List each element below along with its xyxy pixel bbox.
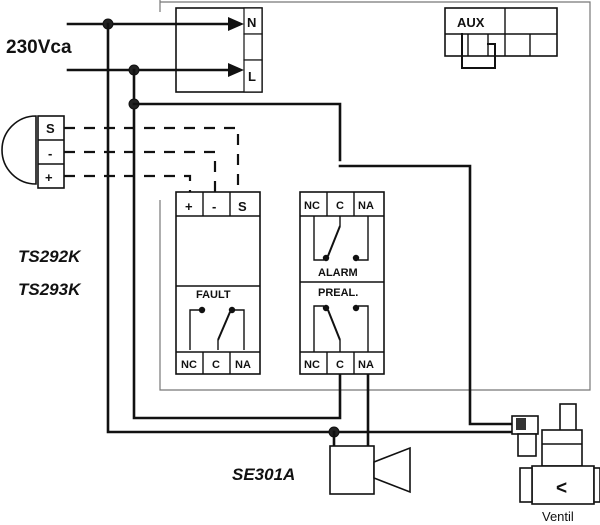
model-label-2: TS293K bbox=[18, 280, 82, 299]
siren-label: SE301A bbox=[232, 465, 295, 484]
supply-voltage-label: 230Vca bbox=[6, 37, 72, 58]
model-labels: TS292K TS293K bbox=[18, 247, 82, 299]
fault-terminal-minus: - bbox=[212, 199, 216, 214]
sensor-cables bbox=[64, 126, 240, 196]
alarm-module: NC C NA ALARM PREAL. NC C NA bbox=[299, 191, 385, 375]
valve-direction-symbol: < bbox=[556, 478, 567, 499]
terminal-n-label: N bbox=[247, 15, 256, 30]
prealarm-relay-label: PREAL. bbox=[318, 287, 358, 299]
fault-terminal-c: C bbox=[212, 359, 220, 371]
alarm-terminal-c: C bbox=[336, 200, 344, 212]
alarm-relay-label: ALARM bbox=[318, 267, 358, 279]
supply-feed: 230Vca bbox=[6, 17, 244, 77]
siren: SE301A bbox=[232, 445, 411, 495]
alarm-terminal-nc: NC bbox=[304, 200, 320, 212]
fault-module: + - S FAULT NC C NA bbox=[175, 191, 261, 375]
mains-terminal-block: N L bbox=[175, 7, 263, 93]
preal-terminal-na: NA bbox=[358, 359, 374, 371]
valve-label: Ventil bbox=[542, 509, 574, 524]
preal-terminal-c: C bbox=[336, 359, 344, 371]
gas-sensor: S - + bbox=[1, 115, 65, 189]
fault-terminal-s: S bbox=[238, 199, 247, 214]
model-label-1: TS292K bbox=[18, 247, 82, 266]
sensor-terminal-minus: - bbox=[48, 146, 52, 161]
fault-terminal-plus: + bbox=[185, 199, 193, 214]
enclosure-outline bbox=[159, 0, 591, 391]
preal-terminal-nc: NC bbox=[304, 359, 320, 371]
fault-relay-label: FAULT bbox=[196, 289, 231, 301]
aux-label: AUX bbox=[457, 15, 485, 30]
sensor-terminal-s: S bbox=[46, 121, 55, 136]
terminal-l-label: L bbox=[248, 69, 256, 84]
bus-wires bbox=[106, 22, 532, 448]
sensor-terminal-plus: + bbox=[45, 170, 53, 185]
solenoid-valve: < Ventil bbox=[511, 403, 600, 524]
fault-terminal-nc: NC bbox=[181, 359, 197, 371]
fault-terminal-na: NA bbox=[235, 359, 251, 371]
alarm-terminal-na: NA bbox=[358, 200, 374, 212]
aux-block: AUX bbox=[444, 7, 558, 69]
